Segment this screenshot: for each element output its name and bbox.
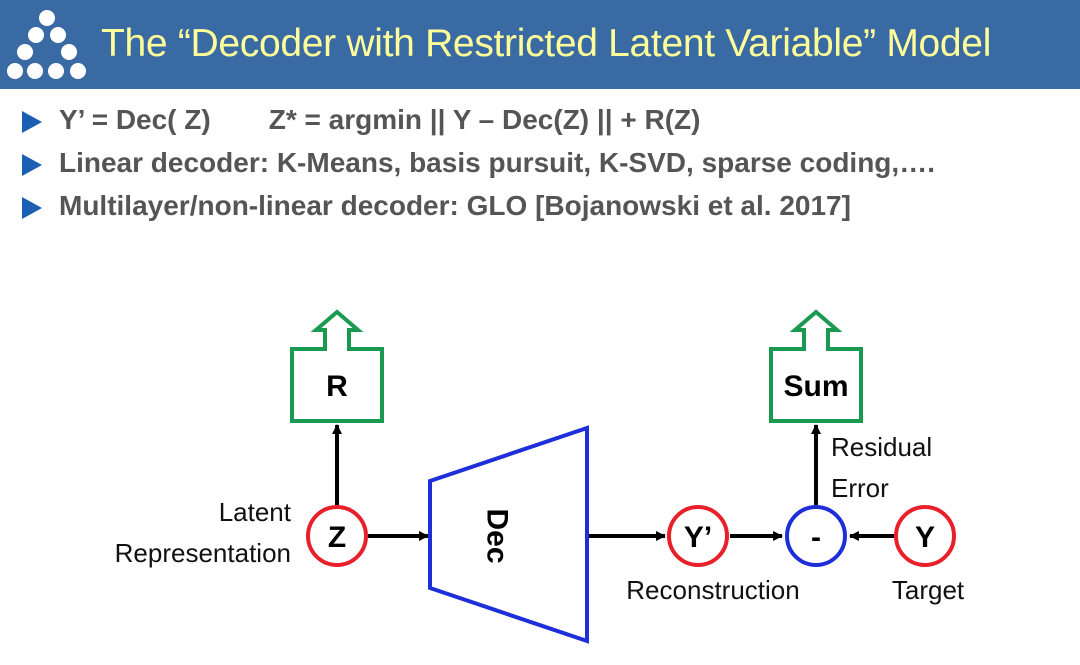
bullet-3-text: Multilayer/non-linear decoder: GLO [Boja… bbox=[59, 190, 851, 221]
decoder-label: Dec bbox=[481, 508, 514, 563]
label-latent: Latent bbox=[219, 497, 292, 527]
decoder-module bbox=[428, 425, 589, 644]
cost-r-box bbox=[290, 309, 384, 423]
bullet-1-equation-a: Y’ = Dec( Z) bbox=[59, 104, 211, 135]
label-reconstruction: Reconstruction bbox=[626, 575, 799, 605]
triangle-dots-logo bbox=[7, 10, 86, 79]
label-residual: Residual bbox=[831, 432, 932, 462]
label-error: Error bbox=[831, 473, 889, 503]
node-minus-label: - bbox=[811, 521, 821, 554]
node-z-label: Z bbox=[328, 521, 346, 554]
node-y-label: Y bbox=[915, 521, 935, 554]
slide-title: The “Decoder with Restricted Latent Vari… bbox=[101, 22, 992, 65]
node-yprime bbox=[667, 505, 729, 567]
triangle-right-icon bbox=[22, 111, 42, 133]
triangle-right-icon bbox=[22, 154, 42, 176]
node-yprime-label: Y’ bbox=[684, 521, 712, 554]
node-y bbox=[894, 505, 956, 567]
label-target: Target bbox=[892, 575, 965, 605]
node-minus bbox=[785, 505, 847, 567]
cost-sum-box bbox=[769, 309, 863, 423]
cost-r-label: R bbox=[326, 370, 348, 403]
label-representation: Representation bbox=[115, 538, 291, 568]
title-bar: The “Decoder with Restricted Latent Vari… bbox=[0, 0, 1080, 89]
cost-sum-label: Sum bbox=[783, 370, 848, 403]
bullet-1-equation-b: Z* = argmin || Y – Dec(Z) || + R(Z) bbox=[268, 104, 701, 135]
node-z bbox=[306, 505, 368, 567]
triangle-right-icon bbox=[22, 197, 42, 219]
bullet-2-text: Linear decoder: K-Means, basis pursuit, … bbox=[59, 147, 935, 178]
